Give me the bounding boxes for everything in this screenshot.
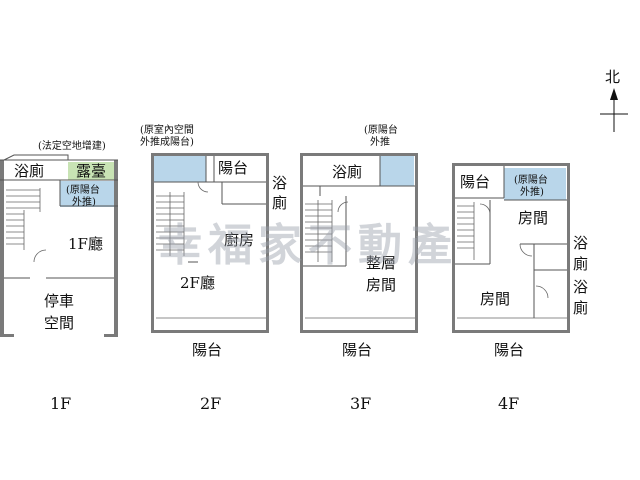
floor-4f-balcony-top: 陽台	[460, 173, 490, 191]
floor-3f-bath: 浴廁	[332, 163, 362, 181]
floor-1f-hall: 1F廳	[68, 235, 103, 253]
floor-2f-bath-2: 廁	[272, 194, 287, 212]
floor-3f-plan: (原陽台 外推 浴廁 整層 房間 陽台 3F	[300, 123, 418, 413]
floor-4f-room-upper: 房間	[518, 209, 548, 227]
floor-4f-bath-b-2: 廁	[573, 299, 588, 317]
balcony-extension-fill	[380, 156, 414, 186]
compass-arrow-icon	[610, 88, 618, 100]
floor-1f-terrace: 露臺	[76, 162, 106, 180]
extension-fill	[154, 156, 206, 182]
floor-2f-label: 2F	[200, 394, 221, 413]
floor-1f-parking-2: 空間	[44, 314, 74, 332]
floor-1f-parking-1: 停車	[44, 292, 74, 310]
floor-4f-label: 4F	[498, 394, 519, 413]
balcony-extension-fill	[60, 181, 116, 207]
floor-1f-bath: 浴廁	[14, 162, 44, 180]
floor-1f-label: 1F	[50, 394, 71, 413]
floor-2f-balcony-bottom: 陽台	[192, 341, 222, 359]
floor-3f-room-1: 整層	[366, 254, 396, 272]
floor-3f-balcony-bottom: 陽台	[342, 341, 372, 359]
floor-4f-bath-a-1: 浴	[573, 234, 588, 252]
floor-2f-hall: 2F廳	[180, 274, 215, 292]
north-compass: 北	[600, 68, 628, 132]
floor-1f-balcony-note-2: 外推)	[72, 195, 96, 208]
floor-4f-plan: 陽台 (原陽台 外推) 房間 房間 浴 廁 浴 廁 陽台 4F	[452, 163, 588, 413]
floor-2f-note-1: (原室內空間	[140, 123, 194, 136]
terrace-fill	[68, 162, 116, 180]
floor-4f-balcony-bottom: 陽台	[494, 341, 524, 359]
floor-2f-plan: (原室內空間 外推成陽台) 陽台 廚房 2F廳 浴 廁 陽台 2F	[140, 123, 287, 413]
floor-2f-balcony-top: 陽台	[218, 159, 248, 177]
floor-4f-bath-b-1: 浴	[573, 278, 588, 296]
floor-3f-note-2: 外推	[370, 135, 390, 148]
floor-1f-plan: (法定空地增建) 浴廁 露臺 (原陽台 外推) 1F廳 停車 空間 1F	[0, 139, 118, 413]
floor-4f-balcony-note-1: (原陽台	[514, 173, 548, 186]
watermark: 幸福家不動產	[158, 220, 458, 271]
floor-3f-note-1: (原陽台	[364, 123, 398, 136]
floor-3f-room-2: 房間	[366, 276, 396, 294]
floor-2f-bath-1: 浴	[272, 174, 287, 192]
floor-1f-balcony-note-1: (原陽台	[66, 183, 100, 196]
compass-north-label: 北	[605, 68, 620, 86]
floor-4f-balcony-note-2: 外推)	[520, 185, 544, 198]
floor-1f-note: (法定空地增建)	[38, 139, 106, 152]
floor-3f-label: 3F	[350, 394, 371, 413]
balcony-extension-fill	[504, 168, 566, 200]
floor-2f-note-2: 外推成陽台)	[140, 135, 194, 148]
floor-2f-kitchen: 廚房	[224, 231, 254, 249]
floor-4f-bath-a-2: 廁	[573, 255, 588, 273]
floor-4f-room-lower: 房間	[480, 290, 510, 308]
